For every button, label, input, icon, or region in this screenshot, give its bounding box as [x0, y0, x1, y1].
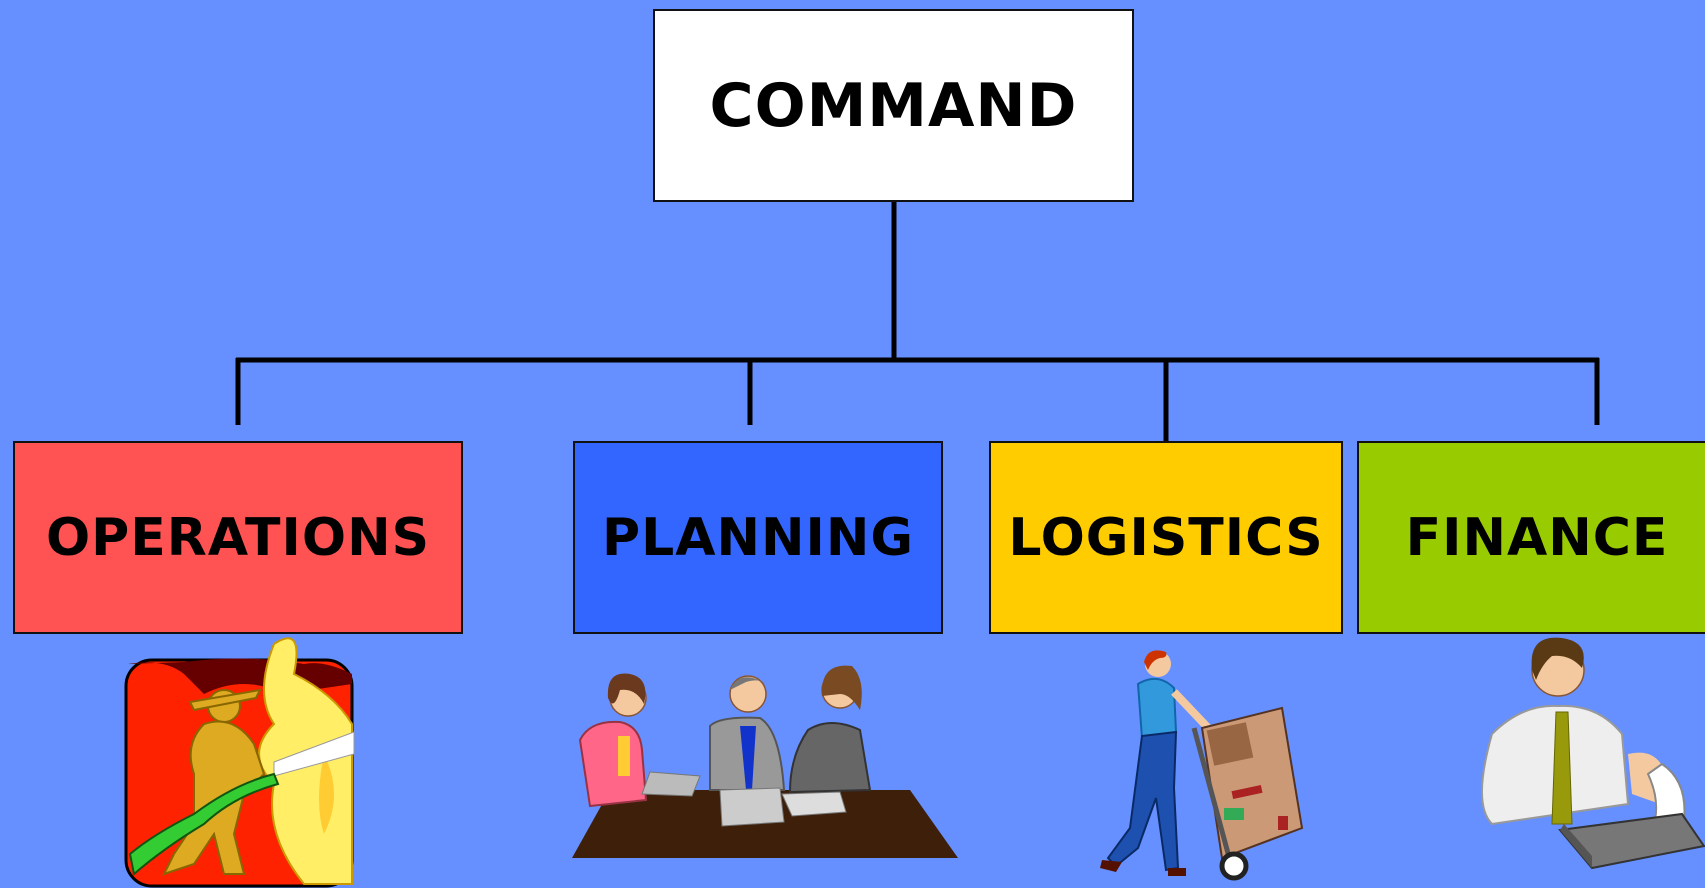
logistics-label: LOGISTICS — [1008, 507, 1324, 568]
logistics-box: LOGISTICS — [989, 441, 1343, 634]
finance-box: FINANCE — [1357, 441, 1705, 634]
operations-box: OPERATIONS — [13, 441, 463, 634]
meeting-icon — [572, 665, 958, 858]
delivery-worker-icon — [1100, 650, 1304, 881]
finance-label: FINANCE — [1405, 507, 1669, 568]
accountant-icon — [1481, 637, 1705, 870]
operations-label: OPERATIONS — [45, 507, 431, 568]
planning-box: PLANNING — [573, 441, 943, 634]
command-label: COMMAND — [709, 70, 1078, 141]
firefighter-icon — [124, 637, 355, 888]
planning-label: PLANNING — [601, 507, 915, 568]
command-box: COMMAND — [653, 9, 1134, 202]
